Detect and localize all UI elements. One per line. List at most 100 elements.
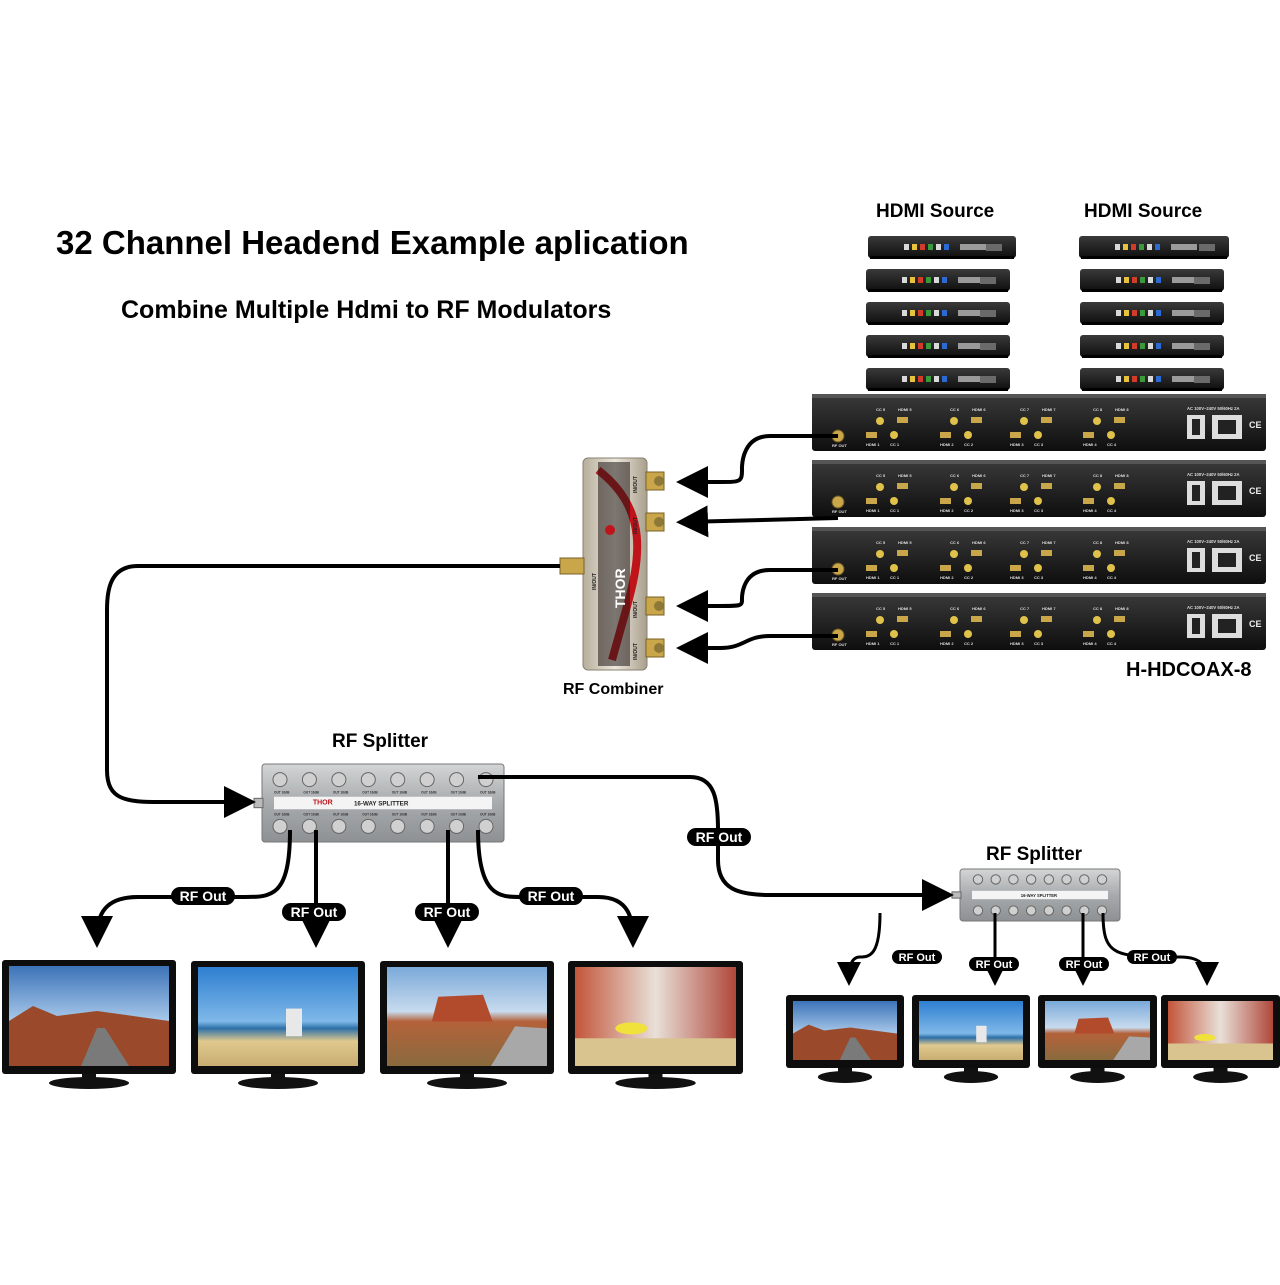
modulator-top-edge xyxy=(812,460,1266,464)
splitter-out-port xyxy=(390,772,406,788)
modulator-top-edge xyxy=(812,593,1266,597)
power-inlet-socket xyxy=(1218,486,1236,500)
source-port-icon xyxy=(928,244,933,250)
modulator-port-label: CC 7 xyxy=(1020,407,1030,412)
modulator-port-label: CC 4 xyxy=(1107,641,1117,646)
modulator-port-label: CC 2 xyxy=(964,575,974,580)
modulator-port-label: HDMI 2 xyxy=(940,442,954,447)
cc-port xyxy=(1020,417,1028,425)
modulator-port-label: HDMI 6 xyxy=(972,407,986,412)
rf-out-badge-secondary-3: RF Out xyxy=(1059,957,1109,971)
hdmi-port xyxy=(1114,483,1125,489)
rf-out-badge-text: RF Out xyxy=(291,904,338,920)
source-box-base xyxy=(870,256,1014,259)
modulator-port-label: CC 6 xyxy=(950,540,960,545)
tv-neck xyxy=(838,1068,852,1073)
cc-port xyxy=(876,483,884,491)
television xyxy=(191,961,365,1089)
cc-port xyxy=(1107,497,1115,505)
modulator-body xyxy=(812,527,1266,584)
source-port-icon xyxy=(1132,310,1137,316)
source-port-icon xyxy=(980,277,996,284)
modulator-power-label: AC 100V~240V 50/60Hz 2A xyxy=(1187,472,1240,477)
source-port-icon xyxy=(1156,376,1161,382)
cc-port xyxy=(950,616,958,624)
source-port-icon xyxy=(934,277,939,283)
source-port-icon xyxy=(942,310,947,316)
rf-out-port-label: RF OUT xyxy=(832,443,847,448)
source-port-icon xyxy=(986,244,1002,251)
hdmi-port xyxy=(1083,565,1094,571)
hdmi-port xyxy=(1010,565,1021,571)
source-box-base xyxy=(1082,322,1222,325)
modulator-port-label: HDMI 2 xyxy=(940,508,954,513)
cable-splitter-to-tv4 xyxy=(476,829,649,948)
source-port-icon xyxy=(958,310,984,316)
source-port-icon xyxy=(1171,244,1197,250)
splitter-input-port xyxy=(951,891,962,899)
hdmi-port xyxy=(1041,550,1052,556)
modulator-port-label: CC 4 xyxy=(1107,442,1117,447)
splitter-out-port xyxy=(1061,905,1072,916)
rf-out-badge-text: RF Out xyxy=(180,888,227,904)
splitter-out-port xyxy=(449,772,465,788)
source-port-icon xyxy=(942,343,947,349)
splitter-out-port xyxy=(360,772,376,788)
rf-out-badge-secondary-4: RF Out xyxy=(1127,950,1177,964)
hdmi-port xyxy=(866,565,877,571)
rf-out-port-label: RF OUT xyxy=(832,576,847,581)
source-port-icon xyxy=(1194,376,1210,383)
modulator-port-label: HDMI 3 xyxy=(1010,442,1024,447)
modulator-port-label: CC 5 xyxy=(876,606,886,611)
rf-out-badge-text: RF Out xyxy=(696,829,743,845)
tv-scene-road xyxy=(81,1028,129,1066)
rf-out-badge-bg xyxy=(171,887,235,905)
modulator-port-label: CC 1 xyxy=(890,575,900,580)
combiner-brand: THOR xyxy=(612,568,628,608)
source-port-icon xyxy=(942,376,947,382)
modulator-port-label: HDMI 3 xyxy=(1010,641,1024,646)
source-port-icon xyxy=(1116,277,1121,283)
modulator-port-label: HDMI 8 xyxy=(1115,407,1129,412)
splitter-label-band xyxy=(274,796,492,810)
cc-port xyxy=(1020,483,1028,491)
source-port-icon xyxy=(1156,343,1161,349)
hdmi-port xyxy=(1010,498,1021,504)
cc-port xyxy=(1020,616,1028,624)
splitter-model-text: 16-WAY SPLITTER xyxy=(1021,893,1057,898)
source-port-icon xyxy=(912,244,917,250)
modulator-body xyxy=(812,394,1266,451)
splitter-brand: THOR xyxy=(313,800,333,807)
rf-out-badge-bg xyxy=(519,887,583,905)
source-port-icon xyxy=(1124,277,1129,283)
rf-out-port-label: RF OUT xyxy=(832,509,847,514)
hdmi-source-box xyxy=(866,269,1010,292)
cable-sec-to-tv1 xyxy=(837,912,882,986)
modulator-port-label: CC 1 xyxy=(890,442,900,447)
splitter-out-port xyxy=(419,818,435,834)
modulator-port-label: HDMI 2 xyxy=(940,575,954,580)
splitter-out-port xyxy=(1043,874,1055,885)
cable-sec-to-tv4 xyxy=(1101,912,1219,986)
hdmi-source-box xyxy=(866,302,1010,325)
combiner-port-label: IN/OUT xyxy=(633,601,639,618)
rf-out-badge-main-2: RF Out xyxy=(282,903,346,921)
tv-scene-road xyxy=(1113,1036,1150,1060)
cc-port xyxy=(876,616,884,624)
source-port-icon xyxy=(1194,343,1210,350)
source-port-icon xyxy=(1140,277,1145,283)
splitter-port-label: OUT 16dB xyxy=(451,791,467,795)
splitter-label-band xyxy=(972,890,1108,900)
rf-out-badge-bg xyxy=(687,828,751,846)
source-port-icon xyxy=(934,343,939,349)
splitter-out-port xyxy=(1096,874,1108,885)
source-port-icon xyxy=(926,310,931,316)
source-port-icon xyxy=(1132,376,1137,382)
hdmi-source-label-right: HDMI Source xyxy=(1084,201,1203,222)
tv-stand xyxy=(1193,1071,1248,1083)
secondary-rf-splitter: 16-WAY SPLITTER xyxy=(951,868,1121,922)
